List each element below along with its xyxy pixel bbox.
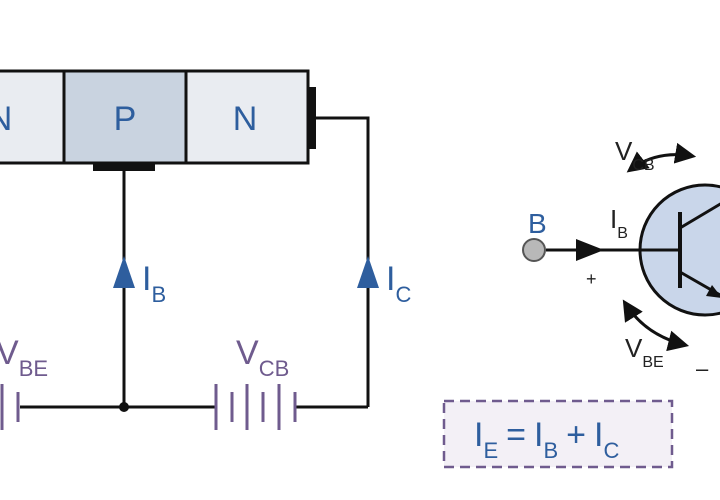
base-region: [62, 69, 188, 165]
base-current-arrow: [113, 256, 135, 288]
region-label-base: P: [114, 100, 137, 138]
vbe-label: VBE: [0, 334, 48, 381]
transistor-symbol: [522, 142, 720, 352]
collector-region: [184, 69, 310, 165]
vbe-arc-arrow: [622, 299, 690, 352]
region-label-collector: N: [233, 100, 258, 138]
base-terminal-icon: [522, 238, 546, 262]
base-current-symbol-arrow: [576, 239, 604, 261]
base-current-label: IB: [142, 260, 166, 307]
collector-current-arrow: [357, 256, 379, 288]
symbol-ib-label: IB: [610, 204, 628, 242]
equation-box: [442, 399, 674, 469]
symbol-vbe-label: VBE: [625, 333, 664, 371]
vcb-battery: [214, 384, 297, 430]
circuit-wires: [20, 116, 370, 409]
vbe-battery: [0, 384, 20, 430]
collector-wire: [316, 116, 370, 407]
equation-text: IE=IB+IC: [474, 416, 619, 463]
junction-dot: [119, 402, 129, 412]
vcb-label: VCB: [236, 334, 289, 381]
vcb-arc-arrow: [626, 142, 697, 173]
collector-lead: [679, 202, 720, 230]
collector-current-label: IC: [386, 260, 411, 307]
semiconductor-block: N P N: [0, 69, 316, 171]
emitter-arrow: [706, 285, 720, 298]
base-contact: [93, 163, 155, 171]
collector-contact: [308, 87, 316, 149]
symbol-vcb-label: VCB: [615, 136, 655, 174]
symbol-minus-sign: –: [696, 356, 709, 381]
region-label-emitter: N: [0, 100, 12, 138]
symbol-plus-sign: +: [586, 269, 597, 289]
base-terminal-label: B: [528, 208, 547, 239]
